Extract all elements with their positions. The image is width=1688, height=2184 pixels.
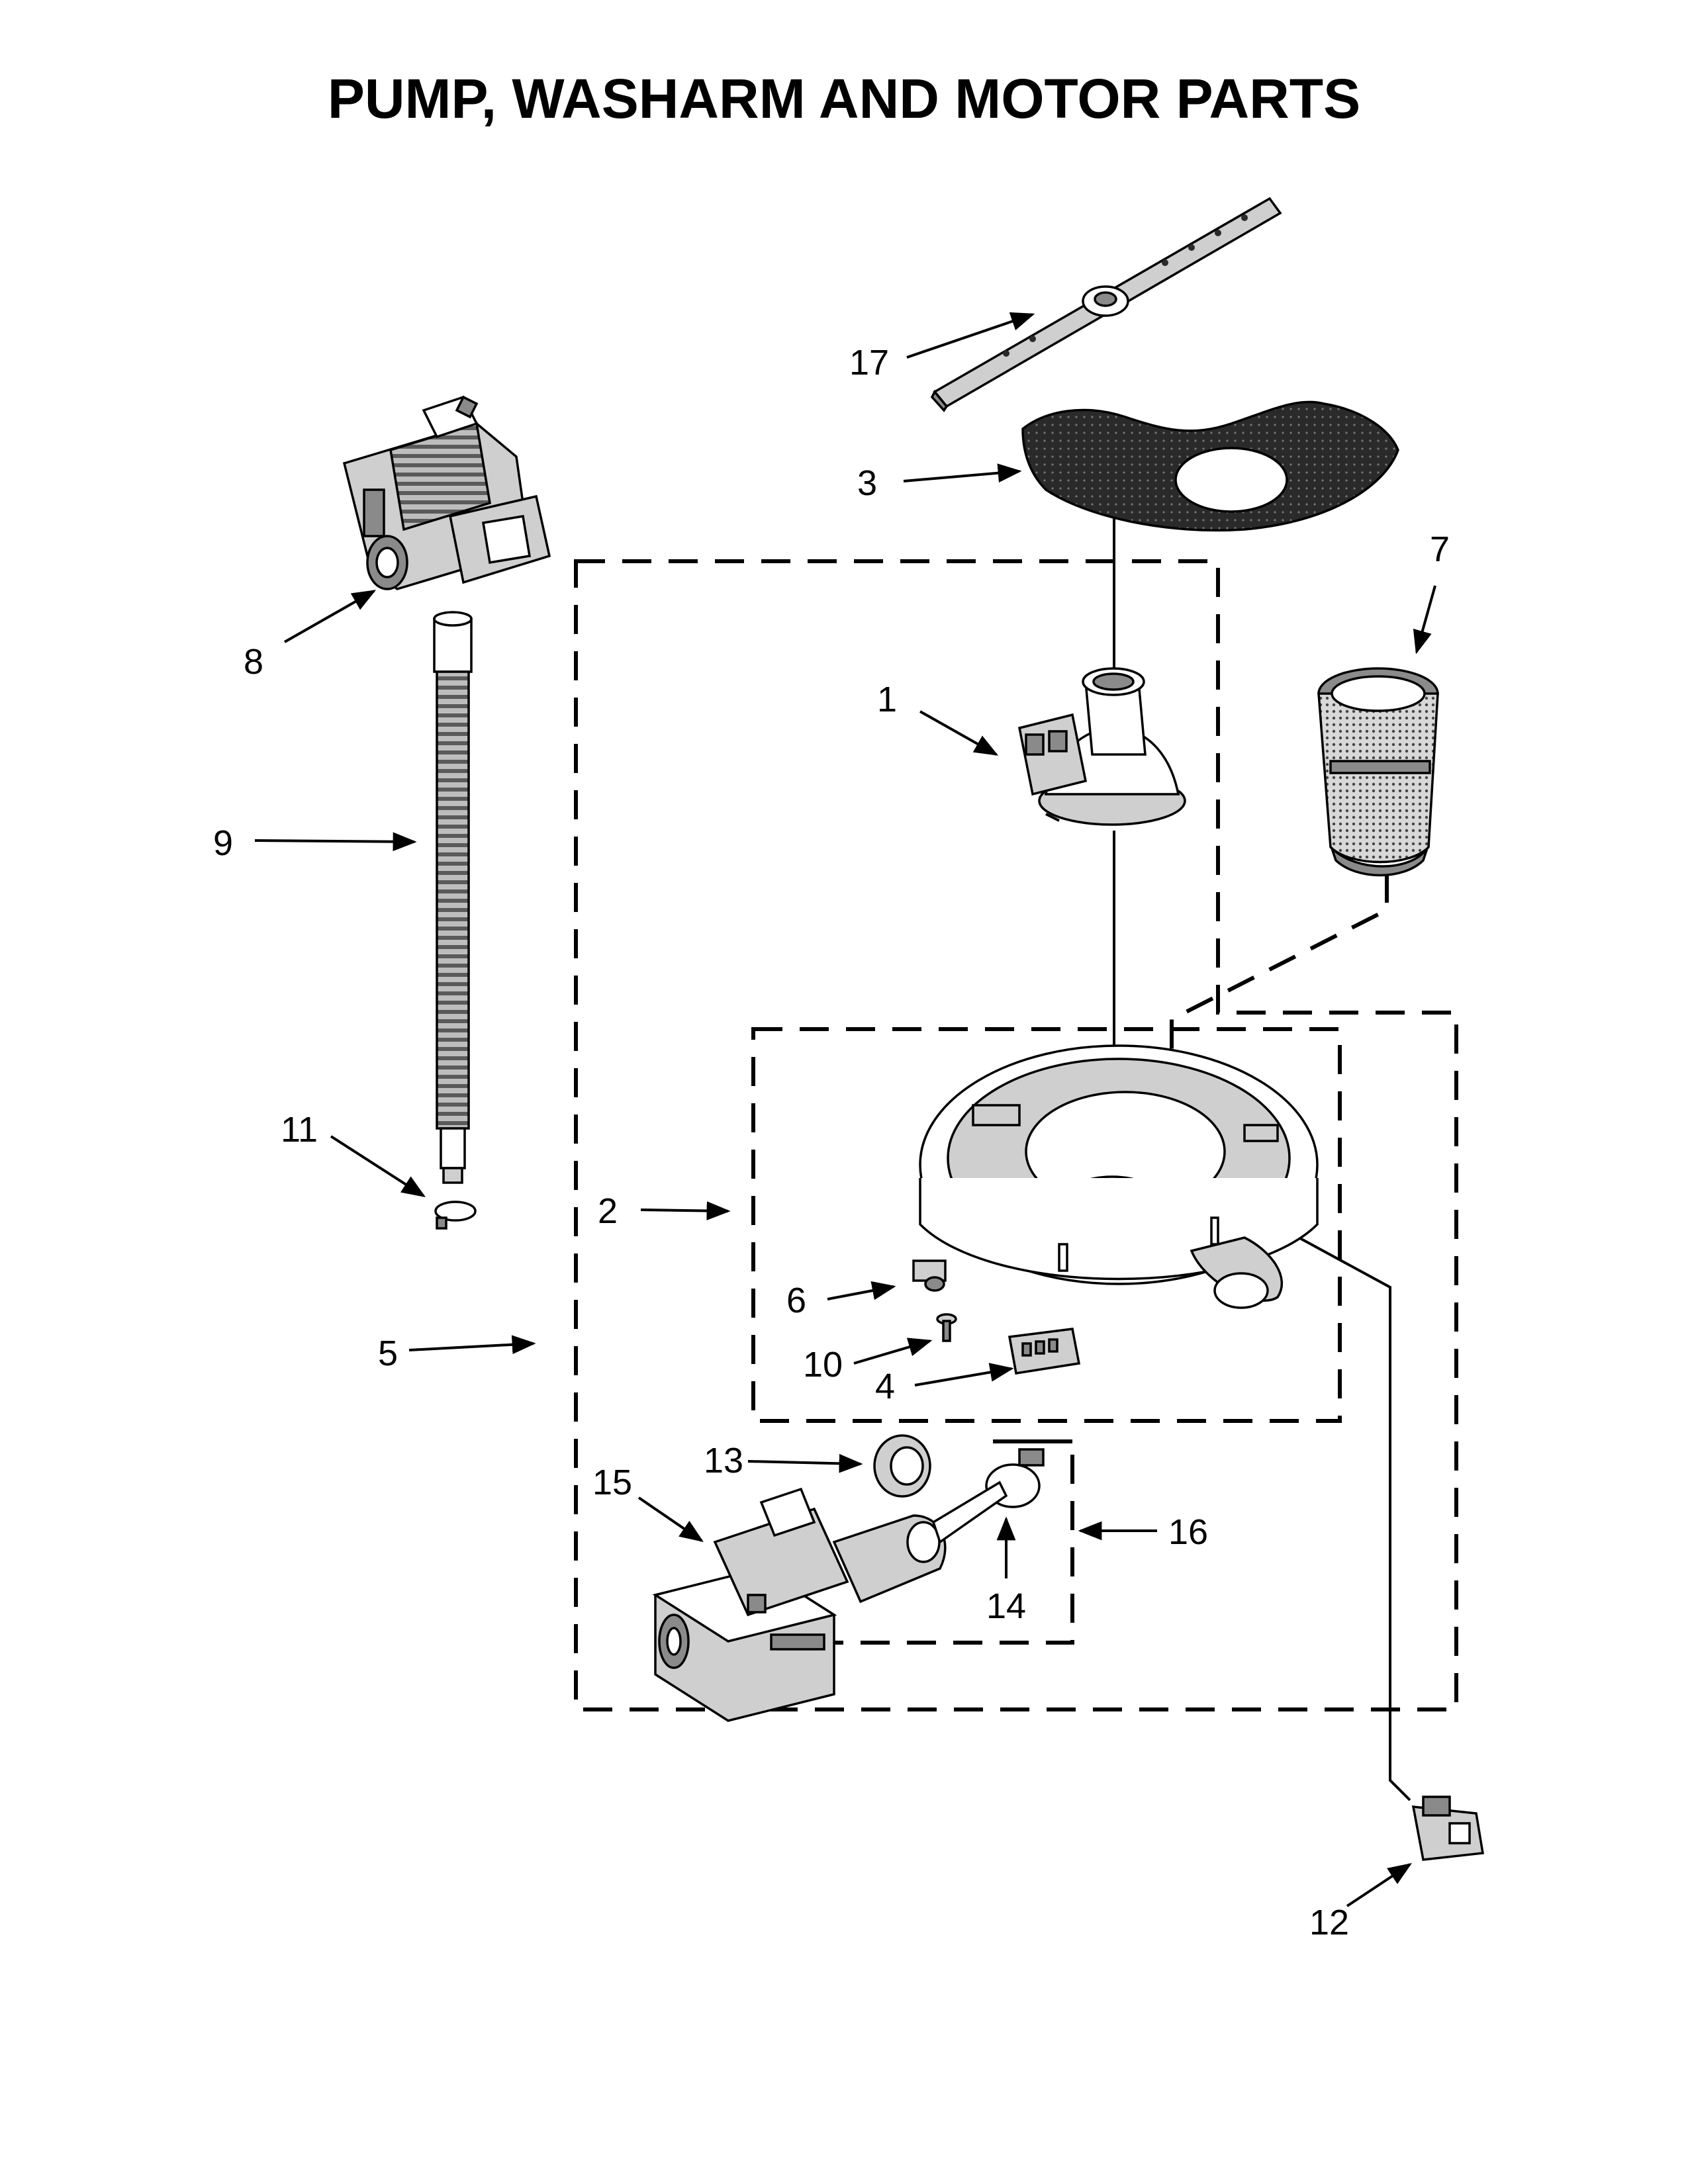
leader-4 [914, 1363, 1014, 1387]
leader-9 [254, 832, 417, 852]
seal-part-13 [873, 1434, 931, 1498]
assembly-boundaries [574, 559, 1458, 1711]
leader-arrows [254, 312, 1436, 1907]
drain-pump-part-8 [342, 395, 551, 590]
leader-17 [906, 312, 1035, 359]
leader-1 [919, 710, 999, 756]
callout-17: 17 [849, 343, 889, 383]
leader-13 [747, 1453, 863, 1473]
leader-2 [640, 1201, 731, 1220]
manifold-part-1 [1017, 667, 1186, 826]
callout-2: 2 [598, 1191, 618, 1231]
sump-assembly-part-2 [919, 1044, 1319, 1309]
leader-7 [1413, 585, 1436, 655]
callout-4: 4 [875, 1367, 895, 1406]
filter-screen-part-3 [1021, 400, 1399, 532]
callout-15: 15 [592, 1463, 632, 1502]
leader-6 [827, 1281, 896, 1300]
sensor-part-12 [1411, 1796, 1485, 1861]
filter-cup-part-7 [1317, 667, 1439, 877]
callout-9: 9 [213, 823, 233, 863]
screw-part-10 [936, 1313, 957, 1342]
assembly-16-boundary [811, 1439, 1074, 1645]
leader-10 [853, 1338, 933, 1365]
leader-12 [1346, 1863, 1413, 1907]
callout-14: 14 [986, 1586, 1026, 1626]
leader-11 [330, 1135, 426, 1197]
assembly-2-boundary [751, 1027, 1342, 1423]
circulation-pump-part-15 [652, 1480, 1008, 1722]
callout-labels: 17 3 7 8 1 9 11 2 6 5 10 4 13 15 16 14 1… [213, 343, 1450, 1942]
callout-10: 10 [803, 1345, 843, 1385]
callout-6: 6 [786, 1281, 806, 1320]
leader-3 [903, 463, 1022, 483]
callout-13: 13 [704, 1441, 743, 1480]
page-title: PUMP, WASHARM AND MOTOR PARTS [328, 68, 1360, 130]
callout-8: 8 [244, 642, 263, 682]
sensor-part-6 [912, 1259, 947, 1292]
callout-12: 12 [1309, 1903, 1349, 1942]
callout-16: 16 [1168, 1512, 1208, 1552]
hose-clamp-part-11 [434, 1201, 477, 1230]
leader-15 [637, 1496, 704, 1543]
connector-part-4 [1008, 1328, 1081, 1375]
callout-5: 5 [378, 1334, 398, 1373]
callout-7: 7 [1430, 529, 1450, 569]
callout-3: 3 [857, 463, 877, 503]
drain-hose-part-9 [433, 611, 473, 1184]
wash-arm-part-17 [930, 197, 1282, 412]
leader-5 [408, 1335, 536, 1355]
callout-1: 1 [877, 680, 897, 719]
callout-11: 11 [281, 1110, 318, 1150]
leader-8 [284, 590, 377, 643]
